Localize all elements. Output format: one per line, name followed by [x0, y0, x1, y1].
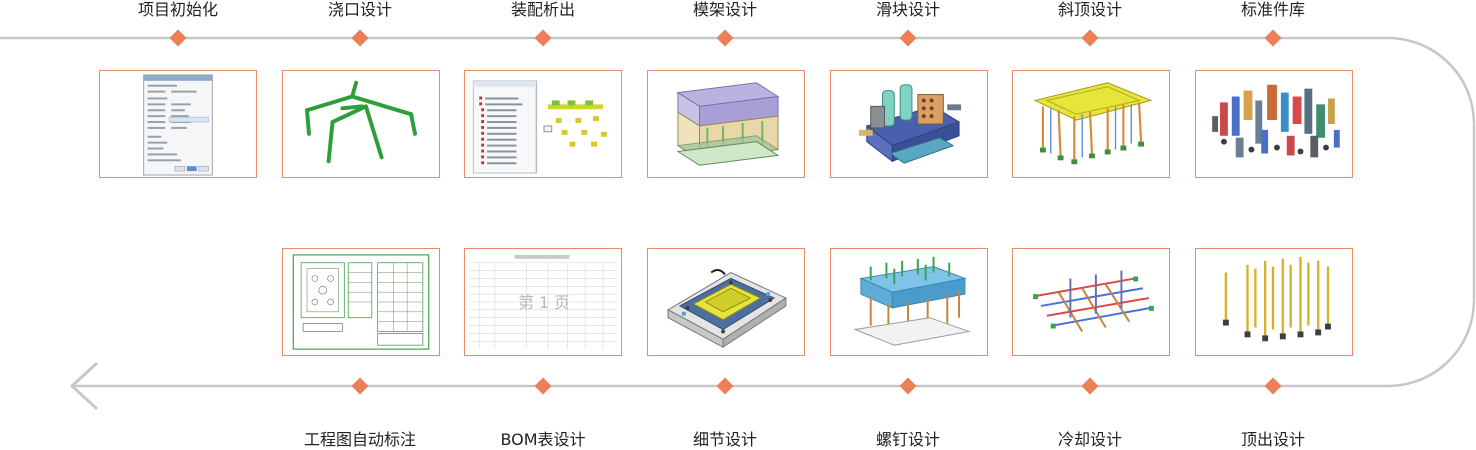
ejector-model-icon — [1222, 256, 1331, 342]
thumbnail-ejector[interactable] — [1195, 248, 1353, 356]
thumbnail-detail[interactable] — [647, 248, 805, 356]
step-label-project-init: 项目初始化 — [137, 0, 218, 19]
step-label-lifter: 斜顶设计 — [1057, 0, 1122, 19]
slider-icon — [858, 84, 962, 164]
engineering-drawing-icon — [292, 254, 430, 350]
track-line — [0, 36, 1476, 388]
step-label-screw: 螺钉设计 — [875, 430, 940, 449]
step-label-slider: 滑块设计 — [875, 0, 940, 19]
thumbnail-lifter[interactable] — [1012, 70, 1170, 178]
step-label-assembly: 装配析出 — [510, 0, 575, 19]
gate-runner-icon — [305, 80, 417, 164]
step-label-bom: BOM表设计 — [500, 430, 586, 449]
assembly-tree-icon — [472, 80, 607, 174]
step-label-cooling: 冷却设计 — [1057, 430, 1122, 449]
thumbnail-gate-design[interactable] — [282, 70, 440, 178]
bom-table-icon: 第 1 页 — [469, 252, 617, 352]
step-label-gate-design: 浇口设计 — [327, 0, 392, 19]
thumbnail-assembly[interactable] — [464, 70, 622, 178]
thumbnail-engineering-drawing[interactable] — [282, 248, 440, 356]
thumbnail-mold-base[interactable] — [647, 70, 805, 178]
step-label-engineering-drawing: 工程图自动标注 — [303, 430, 416, 449]
bom-watermark: 第 1 页 — [518, 293, 569, 312]
project-init-dialog-icon — [143, 74, 213, 176]
thumbnail-bom[interactable]: 第 1 页 — [464, 248, 622, 356]
step-label-detail: 细节设计 — [692, 430, 757, 449]
step-label-standard-parts: 标准件库 — [1240, 0, 1305, 19]
thumbnail-standard-parts[interactable] — [1195, 70, 1353, 178]
cooling-model-icon — [1033, 270, 1154, 332]
detail-model-icon — [667, 269, 787, 349]
lifter-icon — [1033, 82, 1153, 165]
thumbnail-slider[interactable] — [830, 70, 988, 178]
arrow-left-icon — [70, 362, 98, 410]
step-label-mold-base: 模架设计 — [692, 0, 757, 19]
screw-model-icon — [853, 256, 971, 346]
standard-parts-icon — [1212, 84, 1340, 158]
step-label-ejector: 顶出设计 — [1240, 430, 1305, 449]
mold-base-icon — [676, 82, 780, 166]
thumbnail-cooling[interactable] — [1012, 248, 1170, 356]
thumbnail-project-init[interactable] — [99, 70, 257, 178]
thumbnail-screw[interactable] — [830, 248, 988, 356]
